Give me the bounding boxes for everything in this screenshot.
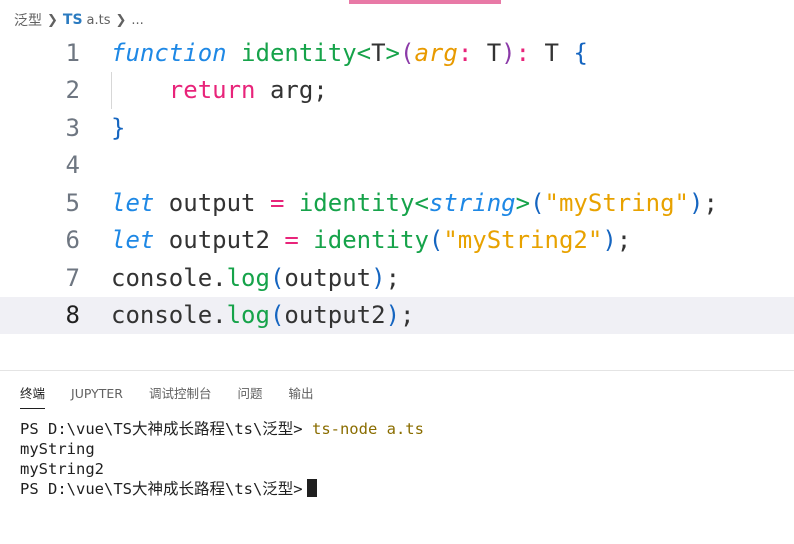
terminal-prompt: PS D:\vue\TS大神成长路程\ts\泛型>	[20, 480, 303, 498]
code-line[interactable]: 7 console.log(output);	[0, 259, 794, 297]
code-text: let output = identity<string>("myString"…	[111, 188, 718, 217]
breadcrumb-folder[interactable]: 泛型	[14, 13, 42, 29]
code-text: function identity<T>(arg: T): T {	[111, 38, 588, 67]
line-number: 3	[65, 113, 80, 142]
line-number: 2	[65, 76, 80, 105]
terminal-line: myString2	[20, 460, 104, 478]
terminal-line: PS D:\vue\TS大神成长路程\ts\泛型> ts-node a.ts	[20, 419, 424, 439]
terminal-cursor	[306, 479, 317, 497]
tab-output[interactable]: 输出	[288, 386, 314, 401]
line-number: 7	[65, 263, 80, 292]
breadcrumb-file[interactable]: a.ts	[86, 12, 111, 28]
tab-debug-console[interactable]: 调试控制台	[148, 386, 212, 401]
chevron-right-icon: ❯	[115, 12, 127, 28]
code-line[interactable]: 6 let output2 = identity("myString2");	[0, 222, 794, 260]
line-number: 6	[65, 226, 80, 255]
tab-jupyter[interactable]: JUPYTER	[71, 386, 123, 401]
code-line[interactable]: 3 }	[0, 109, 794, 147]
terminal-line: myString	[20, 440, 95, 458]
typescript-file-icon: TS	[62, 12, 83, 28]
code-line[interactable]: 5 let output = identity<string>("myStrin…	[0, 184, 794, 222]
code-text: console.log(output2);	[111, 301, 415, 330]
line-number: 5	[65, 188, 80, 217]
terminal-line: PS D:\vue\TS大神成长路程\ts\泛型>	[20, 479, 424, 499]
panel-tab-bar: 终端 JUPYTER 调试控制台 问题 输出	[20, 383, 340, 409]
tab-problems[interactable]: 问题	[237, 386, 263, 401]
code-text: let output2 = identity("myString2");	[111, 226, 632, 255]
code-text: return arg;	[168, 76, 328, 105]
code-line[interactable]: 2 return arg;	[0, 71, 794, 109]
active-tab-indicator	[349, 0, 501, 4]
terminal-prompt: PS D:\vue\TS大神成长路程\ts\泛型>	[20, 420, 312, 438]
line-number: 4	[65, 151, 80, 180]
code-editor[interactable]: 1 function identity<T>(arg: T): T { 2 re…	[0, 34, 794, 336]
line-number: 1	[65, 38, 80, 67]
code-text: }	[111, 113, 126, 142]
code-text: console.log(output);	[111, 263, 401, 292]
terminal-command: ts-node a.ts	[311, 420, 424, 438]
line-number: 8	[65, 301, 80, 330]
terminal-output[interactable]: PS D:\vue\TS大神成长路程\ts\泛型> ts-node a.ts m…	[20, 419, 424, 499]
code-line[interactable]: 4	[0, 147, 794, 185]
code-line[interactable]: 1 function identity<T>(arg: T): T {	[0, 34, 794, 72]
tab-terminal[interactable]: 终端	[20, 384, 46, 409]
chevron-right-icon: ❯	[47, 12, 58, 28]
panel-divider[interactable]	[0, 370, 794, 371]
breadcrumb-symbols[interactable]: ...	[131, 12, 144, 28]
indent-guide	[111, 71, 112, 109]
code-line-current[interactable]: 8 console.log(output2);	[0, 296, 794, 334]
breadcrumb: 泛型 ❯ TS a.ts ❯ ...	[14, 9, 144, 31]
